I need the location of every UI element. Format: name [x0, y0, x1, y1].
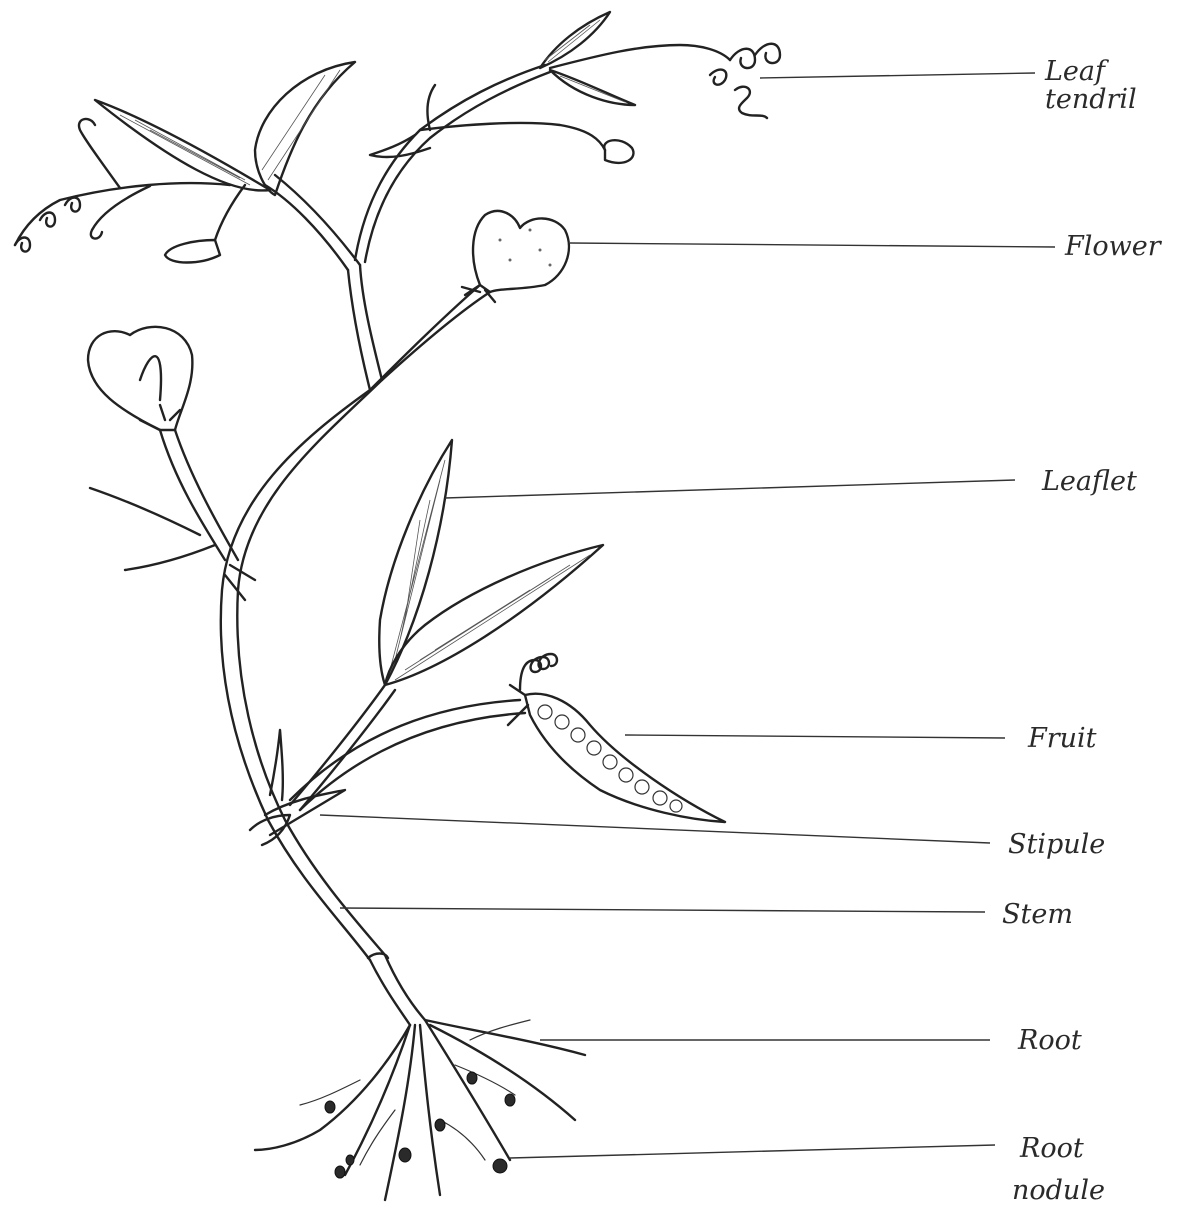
leader-line-flower	[570, 243, 1055, 247]
left-flower	[88, 327, 255, 600]
leader-lines	[320, 73, 1055, 1158]
label-leaf-tendril: Leaf tendril	[1045, 58, 1137, 114]
leader-line-leaf-tendril	[760, 73, 1035, 78]
leader-line-root-nodule	[510, 1145, 995, 1158]
label-leaf-tendril-line2: tendril	[1045, 86, 1137, 114]
label-stem: Stem	[1002, 898, 1073, 932]
stipules	[250, 730, 345, 845]
label-fruit: Fruit	[1028, 722, 1097, 756]
leader-line-stem	[340, 908, 985, 912]
label-leaf-tendril-line1: Leaf	[1045, 58, 1137, 86]
top-right-branch	[370, 12, 780, 163]
label-stipule: Stipule	[1008, 828, 1105, 862]
label-root: Root	[1018, 1024, 1082, 1058]
leader-line-stipule	[320, 815, 990, 843]
label-flower: Flower	[1065, 230, 1161, 264]
top-left-leaves	[15, 62, 355, 263]
fruit-pod	[290, 654, 725, 822]
main-stem	[221, 65, 550, 1025]
leader-line-leaflet	[445, 480, 1015, 498]
label-root-nodule-line2: nodule	[1012, 1170, 1105, 1212]
label-root-nodule: Root nodule	[1012, 1128, 1105, 1212]
label-root-nodule-line1: Root	[1012, 1128, 1105, 1170]
roots	[255, 1020, 585, 1200]
upper-flower	[370, 211, 569, 390]
label-leaflet: Leaflet	[1042, 465, 1137, 499]
leader-line-fruit	[625, 735, 1005, 738]
